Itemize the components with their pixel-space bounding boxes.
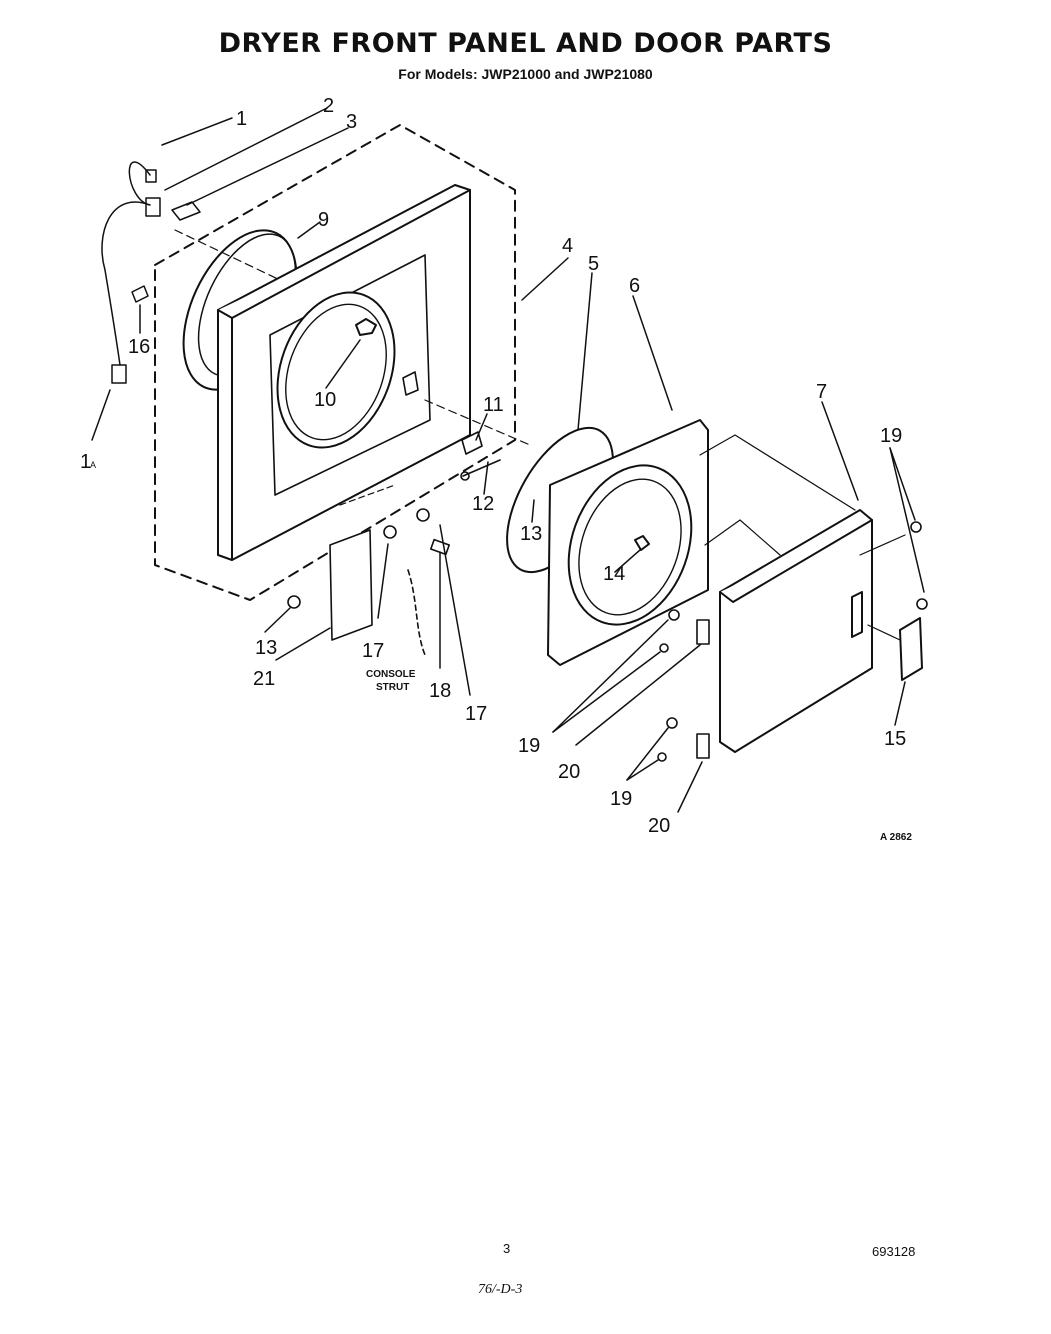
- callout-13-door: 13: [520, 523, 542, 545]
- models-subtitle: For Models: JWP21000 and JWP21080: [398, 66, 653, 82]
- callout-13-panel: 13: [255, 637, 277, 659]
- outer-door: [719, 509, 873, 753]
- leader-lines: [91, 107, 925, 813]
- callout-16: 16: [128, 336, 150, 358]
- callout-7: 7: [816, 381, 827, 403]
- callout-19-bottom: 19: [610, 788, 632, 810]
- callout-17-right: 17: [465, 703, 487, 725]
- callout-9: 9: [318, 209, 329, 231]
- callout-14: 14: [603, 563, 625, 585]
- callout-10: 10: [314, 389, 336, 411]
- callout-1a-suffix: A: [90, 460, 96, 470]
- callout-4: 4: [562, 235, 573, 257]
- console-strut-label-line1: CONSOLE: [366, 669, 416, 680]
- callout-6: 6: [629, 275, 640, 297]
- lower-panel-parts: [287, 508, 451, 656]
- callout-2: 2: [323, 95, 334, 117]
- alignment-lines: [174, 229, 906, 641]
- callout-19-left: 19: [518, 735, 540, 757]
- door-hinge-hardware: [657, 521, 928, 762]
- callout-12: 12: [472, 493, 494, 515]
- page-title: DRYER FRONT PANEL AND DOOR PARTS: [218, 28, 833, 59]
- cabinet-dashed-outline: [154, 124, 516, 601]
- callout-1a: 1: [80, 451, 91, 473]
- callout-3: 3: [346, 111, 357, 133]
- callout-20-lower: 20: [648, 815, 670, 837]
- callout-20-upper: 20: [558, 761, 580, 783]
- callout-19-top: 19: [880, 425, 902, 447]
- latch-strike: [355, 318, 377, 336]
- page-number: 3: [503, 1241, 511, 1256]
- door-handle: [899, 617, 923, 681]
- console-strut-label-line2: STRUT: [376, 682, 409, 693]
- inner-door-panel: [547, 419, 709, 666]
- callout-5: 5: [588, 253, 599, 275]
- callout-21: 21: [253, 668, 275, 690]
- callout-numbers: 1 2 3 4 5 6 7 9 10 11 12 13 14 16 1 A 13…: [80, 95, 912, 843]
- callout-17-left: 17: [362, 640, 384, 662]
- panel-hinge-hardware: [402, 371, 501, 481]
- diagram-code: A 2862: [880, 832, 912, 843]
- callout-1: 1: [236, 108, 247, 130]
- callout-15: 15: [884, 728, 906, 750]
- handwritten-note: 76/-D-3: [478, 1282, 523, 1297]
- callout-11: 11: [483, 394, 504, 416]
- callout-18: 18: [429, 680, 451, 702]
- door-switch-harness: [101, 161, 201, 384]
- document-number: 693128: [872, 1244, 916, 1259]
